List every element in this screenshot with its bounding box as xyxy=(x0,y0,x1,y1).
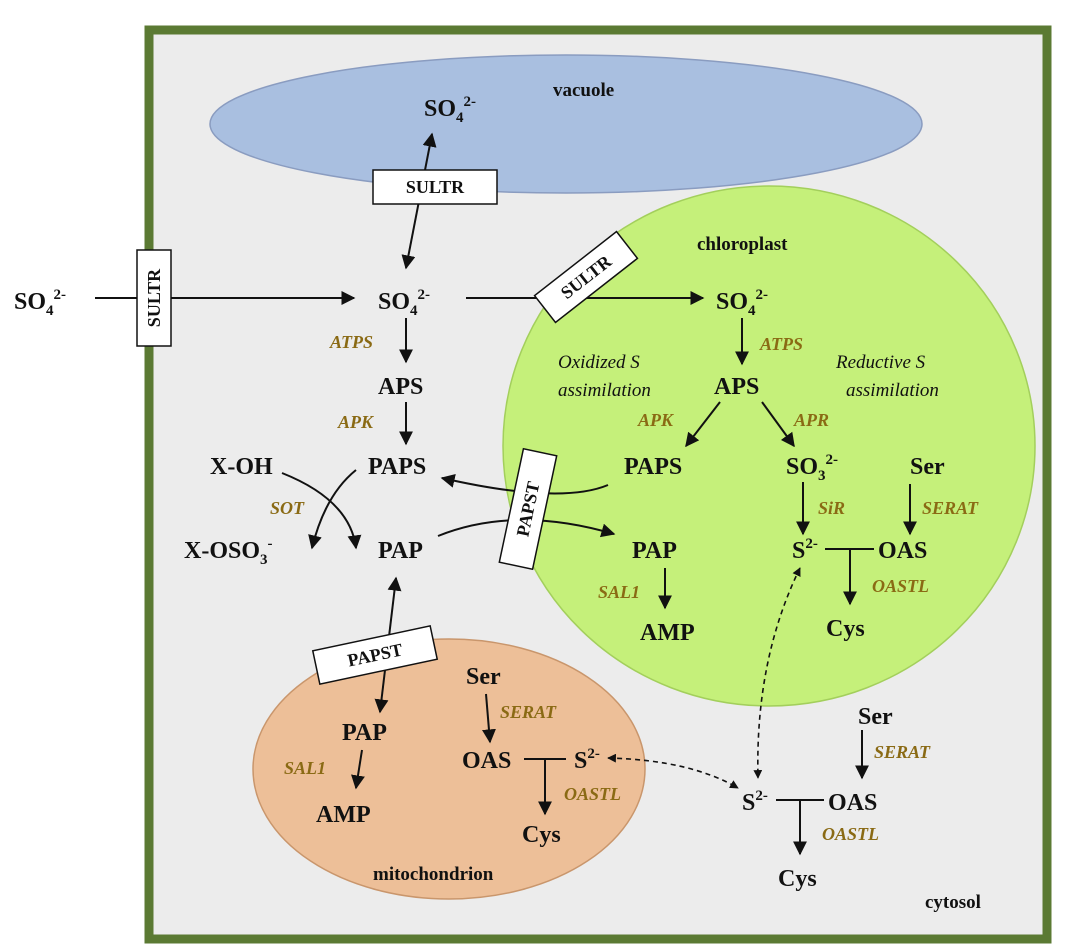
enzyme-atps-cytosol: ATPS xyxy=(329,332,373,352)
chloroplast-label: chloroplast xyxy=(697,234,788,255)
cytosol-sulfate-label: SO42- xyxy=(378,287,430,319)
vacuole-label: vacuole xyxy=(553,80,614,101)
chloroplast-paps-label: PAPS xyxy=(624,454,682,480)
arrow-sot-paps xyxy=(308,469,357,550)
svg-text:SULTR: SULTR xyxy=(406,177,465,197)
arrow-mito-ser-oas xyxy=(481,693,496,744)
mito-pap-label: PAP xyxy=(342,720,387,746)
chloroplast-oas-label: OAS xyxy=(878,538,927,564)
external-sulfate-label: SO42- xyxy=(14,287,66,319)
enzyme-sot: SOT xyxy=(270,498,305,518)
papst-chloroplast: PAPST xyxy=(498,447,558,571)
mito-amp-label: AMP xyxy=(316,802,371,828)
enzyme-oastl-mito: OASTL xyxy=(564,784,621,804)
enzyme-apr: APR xyxy=(793,410,829,430)
vacuole xyxy=(209,54,923,194)
enzyme-oastl-chloroplast: OASTL xyxy=(872,576,929,596)
cytosol-ser-label: Ser xyxy=(858,704,893,730)
enzyme-sal1-chloroplast: SAL1 xyxy=(598,582,640,602)
x-oh-label: X-OH xyxy=(210,454,273,480)
enzyme-sir: SiR xyxy=(818,498,845,518)
enzyme-serat-mito: SERAT xyxy=(500,702,557,722)
cytosol-paps-label: PAPS xyxy=(368,454,426,480)
mitochondrion-label: mitochondrion xyxy=(373,864,494,885)
arrow-chl-aps-paps xyxy=(685,401,721,448)
mito-ser-label: Ser xyxy=(466,664,501,690)
dashed-sulfide-mito-cytosol xyxy=(607,753,739,789)
cytosol-cys-label: Cys xyxy=(778,866,817,892)
enzyme-apk-cytosol: APK xyxy=(337,412,375,432)
enzyme-apk-chloroplast: APK xyxy=(637,410,675,430)
chloroplast-cys-label: Cys xyxy=(826,616,865,642)
chloroplast-aps-label: APS xyxy=(714,374,759,400)
chloroplast-amp-label: AMP xyxy=(640,620,695,646)
sultr-vacuole: SULTR xyxy=(372,169,498,205)
cytosol-sulfide-label: S2- xyxy=(742,788,768,816)
chloroplast-ser-label: Ser xyxy=(910,454,945,480)
cytosol-aps-label: APS xyxy=(378,374,423,400)
arrow-mito-pap-amp xyxy=(351,749,365,790)
oxidized-assimilation-note-2: assimilation xyxy=(558,380,651,401)
enzyme-serat-chloroplast: SERAT xyxy=(922,498,979,518)
enzyme-oastl-cytosol: OASTL xyxy=(822,824,879,844)
enzyme-sal1-mito: SAL1 xyxy=(284,758,326,778)
cytosol-label: cytosol xyxy=(925,892,981,913)
arrow-chl-aps-sulfite xyxy=(761,401,795,448)
mito-oas-label: OAS xyxy=(462,748,511,774)
enzyme-serat-cytosol: SERAT xyxy=(874,742,931,762)
mito-cys-label: Cys xyxy=(522,822,561,848)
cytosol-pap-label: PAP xyxy=(378,538,423,564)
chloroplast-sulfite-label: SO32- xyxy=(786,452,838,484)
papst-mitochondrion: PAPST xyxy=(311,625,439,685)
vacuole-sulfate-label: SO42- xyxy=(424,94,476,126)
chloroplast-sulfate-label: SO42- xyxy=(716,287,768,319)
sultr-plasma-membrane: SULTR xyxy=(136,249,172,347)
chloroplast-pap-label: PAP xyxy=(632,538,677,564)
sultr-chloroplast: SULTR xyxy=(533,230,639,324)
enzyme-atps-chloroplast: ATPS xyxy=(759,334,803,354)
reductive-assimilation-note-2: assimilation xyxy=(846,380,939,401)
x-oso3-label: X-OSO3- xyxy=(184,536,273,568)
chloroplast-sulfide-label: S2- xyxy=(792,536,818,564)
mito-sulfide-label: S2- xyxy=(574,746,600,774)
arrow-sot-xoh xyxy=(281,472,362,550)
svg-text:SULTR: SULTR xyxy=(144,268,164,327)
oxidized-assimilation-note-1: Oxidized S xyxy=(558,352,640,373)
reductive-assimilation-note-1: Reductive S xyxy=(835,352,926,373)
cytosol-oas-label: OAS xyxy=(828,790,877,816)
